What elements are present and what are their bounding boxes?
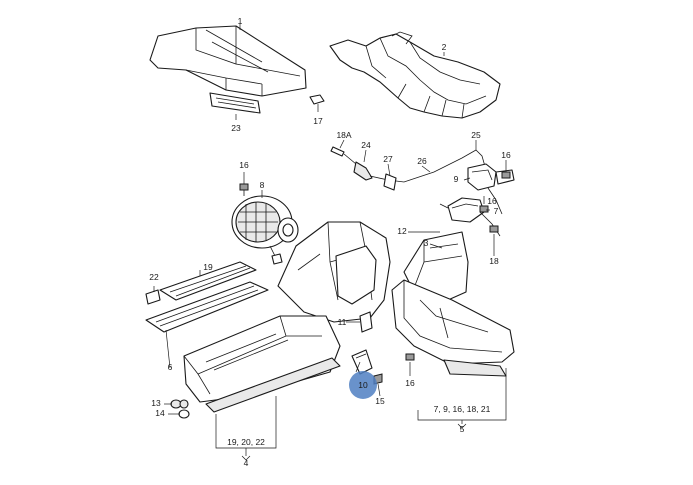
callout-12[interactable]: 12 xyxy=(397,226,407,236)
callout-22[interactable]: 22 xyxy=(149,272,159,282)
callout-4[interactable]: 4 xyxy=(244,458,249,468)
callout-group-7-9-16-18-21[interactable]: 7, 9, 16, 18, 21 xyxy=(434,404,491,414)
part-8-blower-motor[interactable] xyxy=(231,195,299,265)
part-13-fitting[interactable] xyxy=(170,399,189,409)
callout-7[interactable]: 7 xyxy=(494,206,499,216)
part-16-screw-c[interactable] xyxy=(479,205,489,213)
callout-15[interactable]: 15 xyxy=(375,396,385,406)
part-22-clip[interactable] xyxy=(145,289,161,305)
callout-9[interactable]: 9 xyxy=(454,174,459,184)
part-5-lower-housing[interactable] xyxy=(391,279,515,377)
callout-2[interactable]: 2 xyxy=(442,42,447,52)
part-6-filter-frame[interactable] xyxy=(145,281,269,333)
part-17-clip[interactable] xyxy=(309,94,325,105)
callout-16-d[interactable]: 16 xyxy=(405,378,415,388)
heater-box-left[interactable] xyxy=(183,315,341,413)
callout-16-a[interactable]: 16 xyxy=(501,150,511,160)
selected-part-hotspot[interactable] xyxy=(349,371,377,399)
part-2-air-duct[interactable] xyxy=(329,31,501,119)
bowden-cable-assembly[interactable] xyxy=(330,146,487,191)
callout-27[interactable]: 27 xyxy=(383,154,393,164)
group-arrows xyxy=(241,423,467,461)
part-19-filter[interactable] xyxy=(159,261,257,301)
callout-18[interactable]: 18 xyxy=(489,256,499,266)
callout-19[interactable]: 19 xyxy=(203,262,213,272)
part-1-cover-panel[interactable] xyxy=(149,25,307,97)
callout-11[interactable]: 11 xyxy=(338,317,347,327)
part-16-screw-b[interactable] xyxy=(501,171,511,179)
part-16-screw-d[interactable] xyxy=(405,353,415,361)
callout-3[interactable]: 3 xyxy=(424,238,429,248)
part-16-screw-a[interactable] xyxy=(239,183,249,196)
part-14-fitting[interactable] xyxy=(178,409,190,419)
callout-1[interactable]: 1 xyxy=(238,16,243,26)
callout-16-c[interactable]: 16 xyxy=(239,160,249,170)
part-23-strip[interactable] xyxy=(209,92,261,114)
callout-23[interactable]: 23 xyxy=(231,123,241,133)
callout-17[interactable]: 17 xyxy=(313,116,323,126)
callout-labels: 1 2 23 17 18A 24 27 26 25 16 9 16 7 18 1… xyxy=(149,16,511,468)
callout-10[interactable]: 10 xyxy=(358,380,368,390)
callout-18a[interactable]: 18A xyxy=(336,130,351,140)
part-10-resistor[interactable] xyxy=(351,349,373,375)
callout-8[interactable]: 8 xyxy=(260,180,265,190)
callout-25[interactable]: 25 xyxy=(471,130,481,140)
callout-16-b[interactable]: 16 xyxy=(487,196,497,206)
callout-group-19-20-22[interactable]: 19, 20, 22 xyxy=(227,437,265,447)
callout-26[interactable]: 26 xyxy=(417,156,427,166)
callout-5[interactable]: 5 xyxy=(460,424,465,434)
callout-13[interactable]: 13 xyxy=(151,398,161,408)
part-18-screw[interactable] xyxy=(489,225,499,233)
callout-6[interactable]: 6 xyxy=(168,362,173,372)
callout-24[interactable]: 24 xyxy=(361,140,371,150)
leader-lines xyxy=(153,24,507,456)
callout-14[interactable]: 14 xyxy=(155,408,165,418)
part-11-sensor[interactable] xyxy=(359,311,373,333)
